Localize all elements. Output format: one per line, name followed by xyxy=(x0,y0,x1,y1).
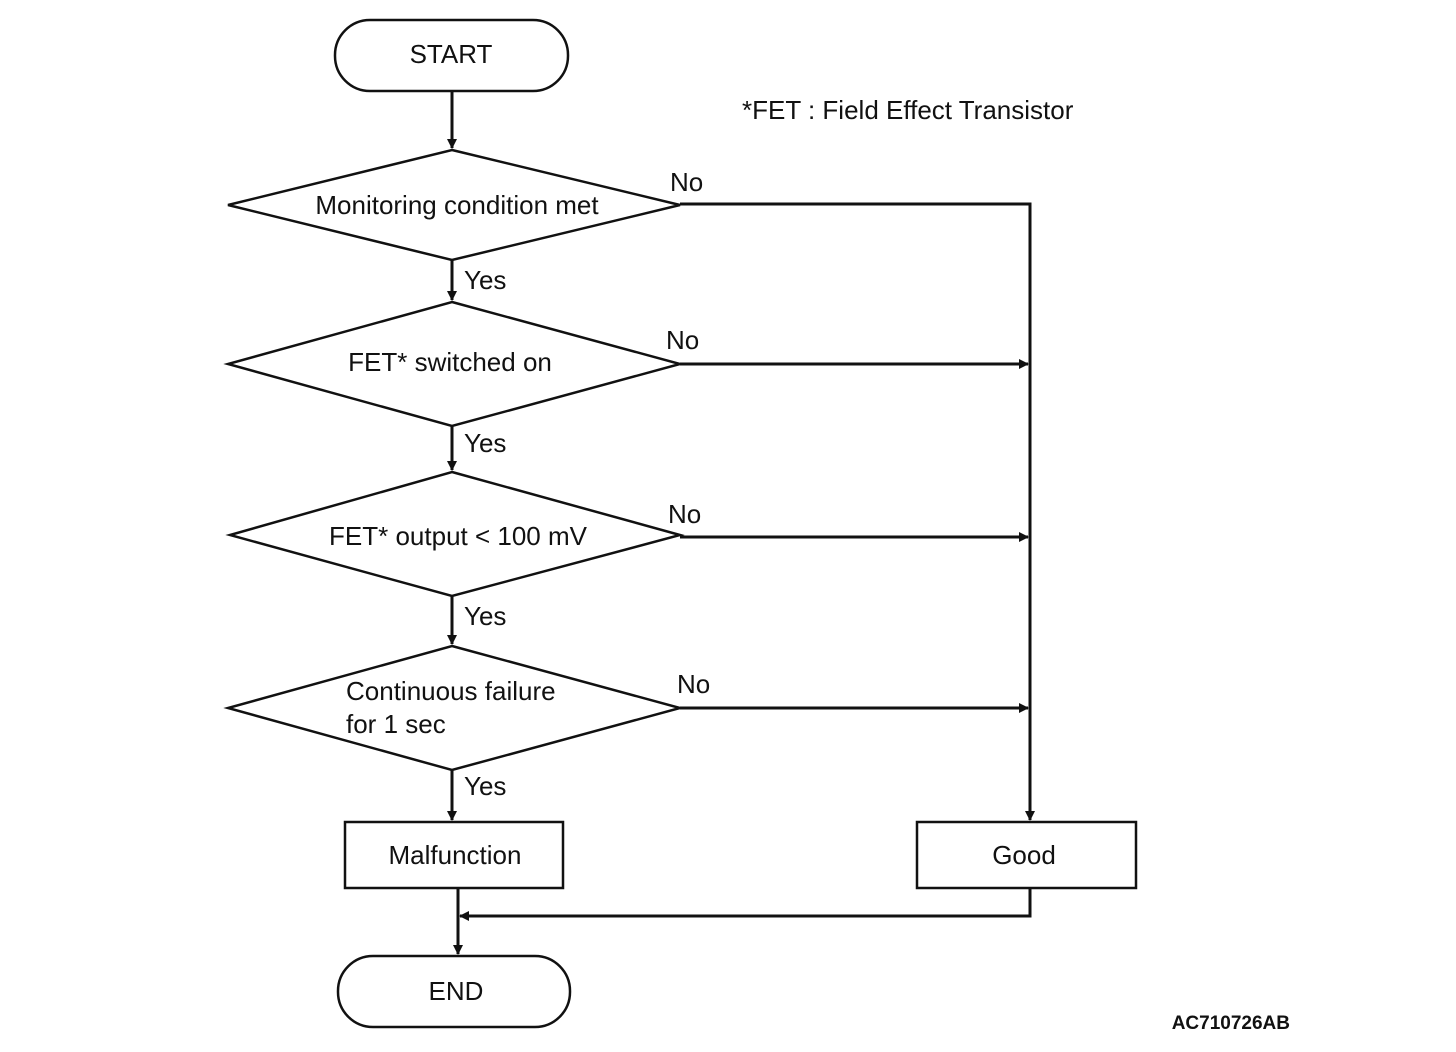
decision-2-no-label: No xyxy=(666,325,699,355)
decision-4-text-line-1: Continuous failure xyxy=(346,676,556,706)
decision-4-text-line-2: for 1 sec xyxy=(346,709,446,739)
malfunction-label: Malfunction xyxy=(389,840,522,870)
decision-monitoring-condition: Monitoring condition met xyxy=(227,148,681,262)
end-terminal: END xyxy=(336,954,572,1029)
connector-decision-1-no-path xyxy=(680,202,1035,821)
end-label: END xyxy=(429,976,484,1006)
decision-3-text-line-1: FET* output < 100 mV xyxy=(329,521,588,551)
good-label: Good xyxy=(992,840,1056,870)
decision-1-yes-label: Yes xyxy=(464,265,506,295)
decision-4-yes-label: Yes xyxy=(464,771,506,801)
decision-1-no-label: No xyxy=(670,167,703,197)
decision-continuous-failure: Continuous failure for 1 sec xyxy=(223,644,685,772)
decision-2-text-line-1: FET* switched on xyxy=(348,347,552,377)
decision-1-text-line-1: Monitoring condition met xyxy=(315,190,599,220)
start-terminal: START xyxy=(333,18,570,93)
decision-fet-switched-on: FET* switched on xyxy=(223,300,685,428)
decision-fet-output: FET* output < 100 mV xyxy=(225,470,685,598)
connector-good-to-merge xyxy=(459,888,1032,921)
decision-3-yes-label: Yes xyxy=(464,601,506,631)
decision-3-no-label: No xyxy=(668,499,701,529)
decision-4-no-label: No xyxy=(677,669,710,699)
start-label: START xyxy=(410,39,493,69)
good-box: Good xyxy=(915,820,1138,890)
malfunction-box: Malfunction xyxy=(343,820,565,890)
footnote: *FET : Field Effect Transistor xyxy=(742,95,1074,125)
figure-code: AC710726AB xyxy=(1172,1013,1290,1034)
decision-2-yes-label: Yes xyxy=(464,428,506,458)
